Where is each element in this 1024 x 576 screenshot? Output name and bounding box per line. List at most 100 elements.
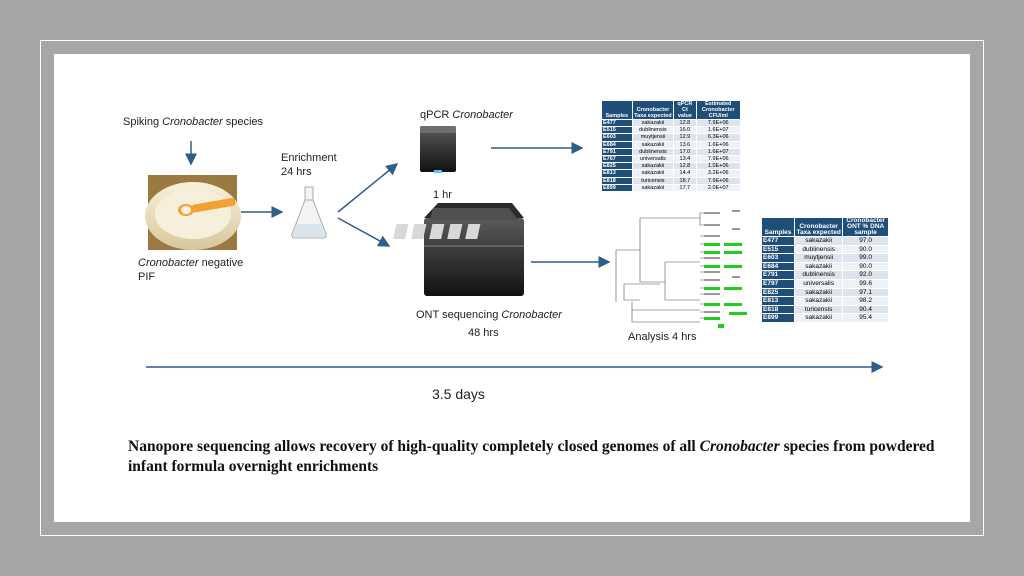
table-cell: dublinensis (632, 148, 674, 155)
table-cell: 18.7 (674, 177, 696, 184)
table-cell: 98.2 (843, 297, 889, 306)
table-cell: 92.0 (843, 271, 889, 280)
table-cell: sakazakii (632, 170, 674, 177)
pif-label: Cronobacter negative PIF (138, 256, 243, 284)
table-cell: sakazakii (795, 297, 843, 306)
table-row: E603muytjensii99.0 (762, 254, 889, 263)
table-cell: muytjensii (632, 134, 674, 141)
table-cell: universalis (632, 156, 674, 163)
table-cell: 3.2E+06 (696, 170, 741, 177)
table-cell: 13.4 (674, 156, 696, 163)
table-cell: 90.0 (843, 262, 889, 271)
tree-highlight-labels (704, 243, 747, 328)
sample-cell: E684 (762, 262, 795, 271)
sample-cell: E825 (602, 163, 633, 170)
ont-time: 48 hrs (468, 326, 499, 340)
table-header-row: Samples Cronobacter Taxa expected Cronob… (762, 218, 889, 237)
table-cell: universalis (795, 279, 843, 288)
column-header: Estimated Cronobacter CFU/ml (696, 101, 741, 120)
sample-cell: E515 (602, 127, 633, 134)
arrow-to-qpcr (338, 164, 397, 212)
sample-cell: E603 (762, 254, 795, 263)
sample-cell: E791 (602, 148, 633, 155)
ont-results-table: Samples Cronobacter Taxa expected Cronob… (761, 217, 889, 323)
qpcr-label: qPCR Cronobacter (420, 108, 513, 122)
table-cell: 99.0 (843, 254, 889, 263)
sample-cell: E767 (602, 156, 633, 163)
table-cell: 90.4 (843, 305, 889, 314)
analysis-label: Analysis 4 hrs (628, 330, 696, 344)
table-cell: dublinensis (632, 127, 674, 134)
table-cell: sakazakii (795, 237, 843, 246)
spiking-label: Spiking Cronobacter species (123, 115, 263, 129)
table-cell: 6.3E+06 (696, 134, 741, 141)
sample-cell: E797 (762, 279, 795, 288)
table-cell: 12.9 (674, 134, 696, 141)
ont-sequencer-image (393, 203, 524, 296)
table-cell: 97.1 (843, 288, 889, 297)
table-row: E818turicensis18.77.9E+06 (602, 177, 741, 184)
sample-cell: E684 (602, 141, 633, 148)
table-cell: 16.0 (674, 127, 696, 134)
table-cell: dublinensis (795, 271, 843, 280)
sample-cell: E813 (762, 297, 795, 306)
table-cell: 12.8 (674, 163, 696, 170)
sample-cell: E603 (602, 134, 633, 141)
table-cell: 7.9E+06 (696, 120, 741, 127)
sample-cell: E899 (602, 184, 633, 191)
table-cell: 99.6 (843, 279, 889, 288)
table-cell: dublinensis (795, 245, 843, 254)
table-cell: 90.0 (843, 245, 889, 254)
arrow-to-ont (338, 218, 389, 246)
table-cell: 1.6E+06 (696, 141, 741, 148)
table-cell: 2.0E+07 (696, 184, 741, 191)
table-header-row: Samples Cronobacter Taxa expected qPCR C… (602, 101, 741, 120)
flask-icon (292, 187, 326, 238)
sample-cell: E899 (762, 314, 795, 323)
enrichment-label: Enrichment 24 hrs (281, 151, 337, 179)
sample-cell: E477 (762, 237, 795, 246)
phylogenetic-tree (616, 213, 712, 322)
table-cell: 13.6 (674, 141, 696, 148)
sample-cell: E818 (602, 177, 633, 184)
column-header: Cronobacter Taxa expected (632, 101, 674, 120)
table-cell: 1.6E+07 (696, 148, 741, 155)
column-header: Samples (602, 101, 633, 120)
table-cell: sakazakii (795, 288, 843, 297)
table-cell: 95.4 (843, 314, 889, 323)
table-cell: 1.6E+07 (696, 127, 741, 134)
table-cell: sakazakii (632, 163, 674, 170)
table-cell: 17.0 (674, 148, 696, 155)
sample-cell: E818 (762, 305, 795, 314)
table-cell: sakazakii (632, 120, 674, 127)
table-cell: sakazakii (795, 262, 843, 271)
column-header: Cronobacter ONT % DNA sample (843, 218, 889, 237)
sample-cell: E813 (602, 170, 633, 177)
ont-label: ONT sequencing Cronobacter (416, 308, 562, 322)
table-cell: 1.0E+06 (696, 163, 741, 170)
pif-photo (145, 175, 241, 250)
table-cell: 14.4 (674, 170, 696, 177)
table-cell: sakazakii (632, 184, 674, 191)
qpcr-results-table: Samples Cronobacter Taxa expected qPCR C… (601, 100, 741, 192)
column-header: qPCR Ct value (674, 101, 696, 120)
table-cell: 7.9E+06 (696, 156, 741, 163)
sample-cell: E825 (762, 288, 795, 297)
table-row: E813sakazakii98.2 (762, 297, 889, 306)
total-time-label: 3.5 days (432, 386, 485, 402)
